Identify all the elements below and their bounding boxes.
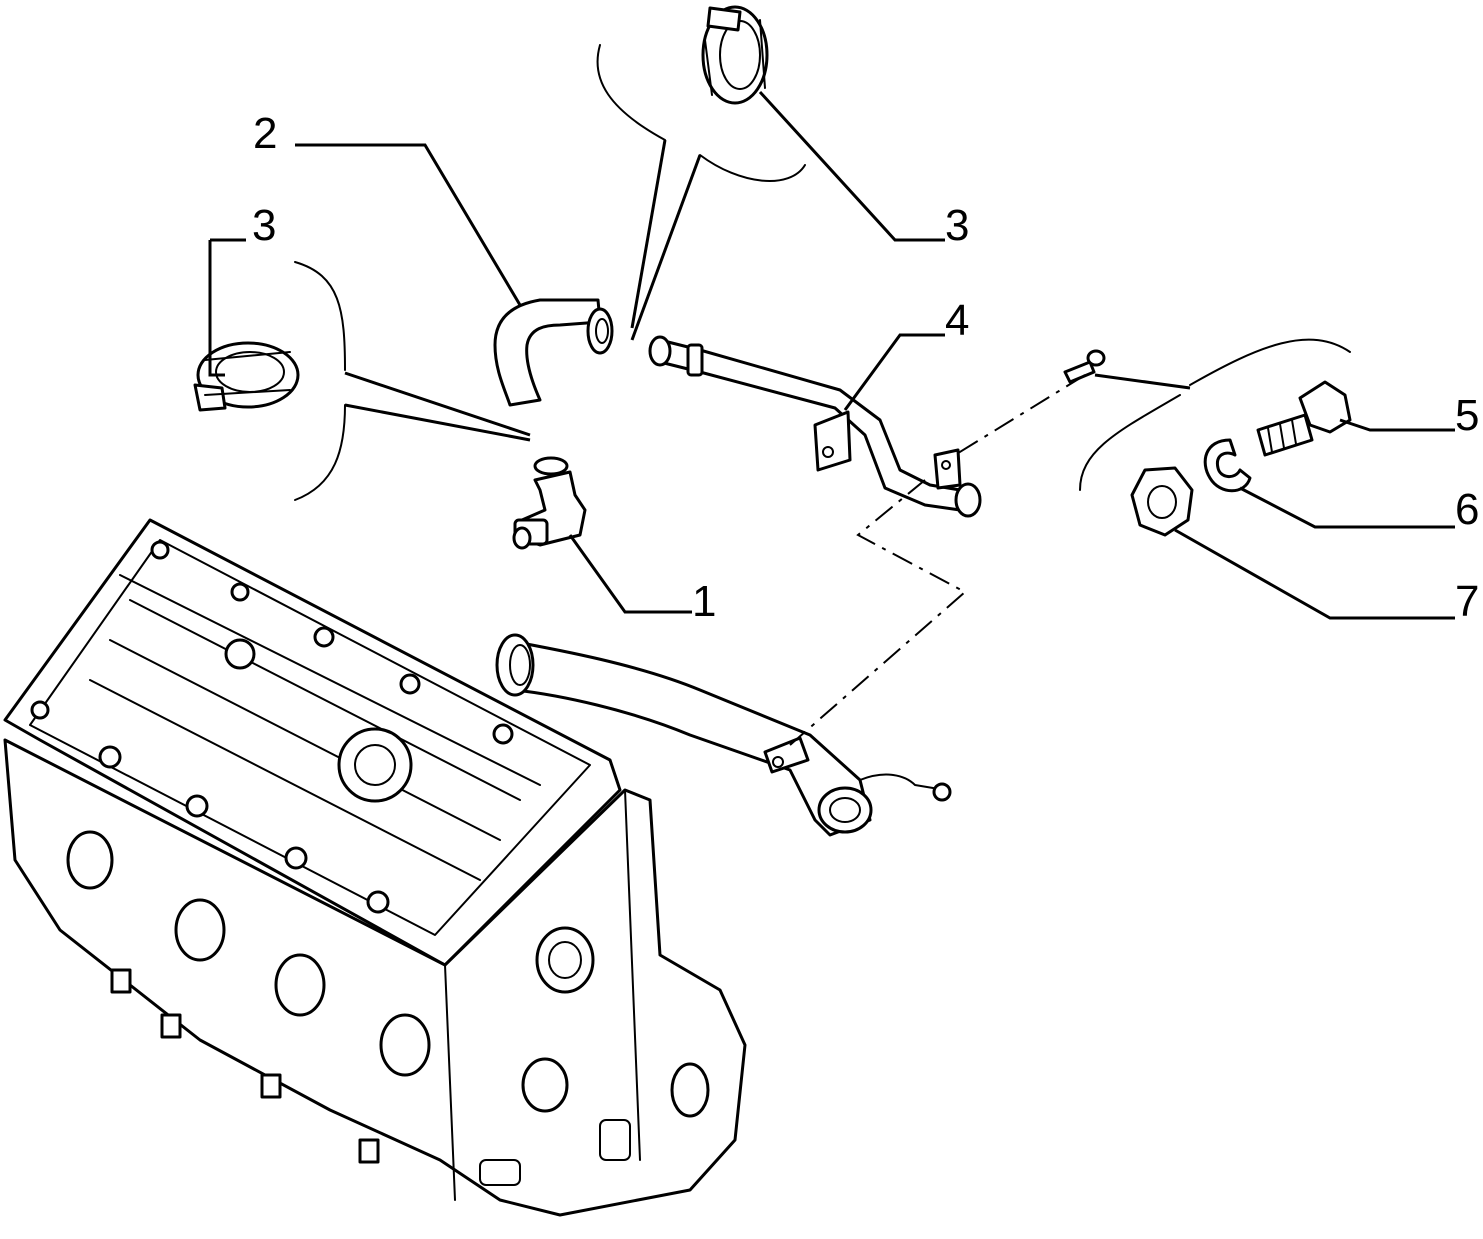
part-3-clamp-left-drawing: [193, 341, 300, 412]
callout-1: 1: [692, 577, 716, 626]
callout-4: 4: [945, 296, 969, 345]
callout-5: 5: [1455, 391, 1479, 440]
grouping-brackets: [294, 44, 1351, 501]
part-1-fitting-drawing: [512, 456, 587, 550]
callout-3-left: 3: [252, 201, 276, 250]
part-3-clamp-top-drawing: [701, 5, 769, 105]
callout-labels: 1 2 3 3 4 5 6 7: [252, 109, 1479, 626]
callout-7: 7: [1455, 577, 1479, 626]
leader-lines: [208, 90, 1455, 620]
part-2-hose-drawing: [493, 298, 614, 407]
part-4-pipe-drawing: [648, 335, 982, 518]
assembly-centerlines: [789, 374, 1086, 746]
coolant-outlet-pipe-drawing: [495, 633, 952, 837]
part-7-nut-drawing: [1130, 466, 1194, 537]
callout-6: 6: [1455, 485, 1479, 534]
part-5-bolt-drawing: [1256, 380, 1352, 457]
cylinder-head-drawing: [3, 518, 747, 1217]
callout-2: 2: [253, 109, 277, 158]
small-bolt-drawing: [1063, 349, 1106, 384]
part-6-washer-drawing: [1203, 438, 1252, 493]
callout-3-right: 3: [945, 201, 969, 250]
